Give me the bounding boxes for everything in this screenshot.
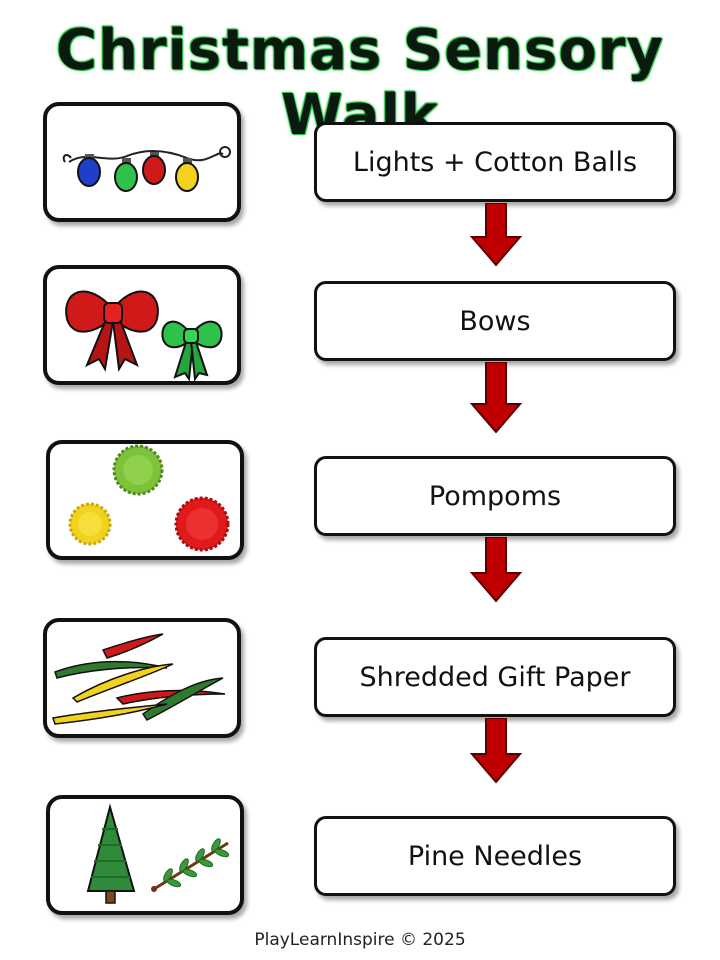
pompoms-icon (68, 444, 230, 552)
bows-icon (65, 290, 223, 382)
down-arrow-icon (470, 718, 522, 784)
copyright-footer: PlayLearnInspire © 2025 (254, 930, 466, 950)
christmas-lights-icon (62, 146, 231, 192)
pompoms-picture-card (46, 440, 244, 560)
shredded-paper-icon (52, 633, 226, 725)
down-arrow-icon (470, 362, 522, 434)
bows-picture-card (43, 265, 241, 385)
pine-tree-icon (86, 803, 230, 904)
down-arrow-icon (470, 203, 522, 267)
step-lights-cotton-balls: Lights + Cotton Balls (314, 122, 676, 202)
step-bows: Bows (314, 281, 676, 361)
shredded-paper-picture-card (43, 618, 241, 738)
step-shredded-gift-paper: Shredded Gift Paper (314, 637, 676, 717)
down-arrow-icon (470, 537, 522, 603)
lights-picture-card (43, 102, 241, 222)
page-title: Christmas Sensory Walk (56, 18, 664, 148)
pine-picture-card (46, 795, 244, 915)
step-pompoms: Pompoms (314, 456, 676, 536)
step-pine-needles: Pine Needles (314, 816, 676, 896)
